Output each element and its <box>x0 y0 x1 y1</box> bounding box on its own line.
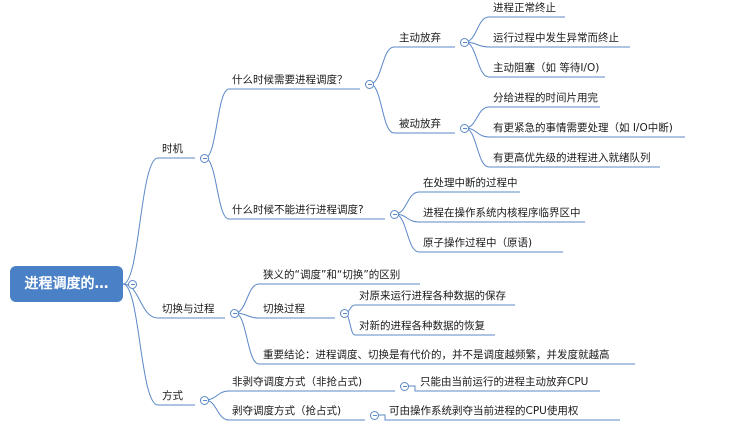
collapse-toggle-icon[interactable] <box>340 309 349 318</box>
link-preemptive-desc <box>375 414 620 421</box>
link-need-active <box>369 46 455 85</box>
node-passive[interactable]: 被动放弃 <box>399 118 441 130</box>
leaf-passive-1[interactable]: 有更紧急的事情需要处理（如 I/O中断) <box>493 122 673 134</box>
link-root-mode <box>122 283 195 406</box>
collapse-toggle-icon[interactable] <box>128 280 137 289</box>
leaf-active-2[interactable]: 主动阻塞（如 等待I/O) <box>493 62 600 74</box>
node-switch[interactable]: 切换与过程 <box>162 303 215 315</box>
leaf-process-1[interactable]: 对新的进程各种数据的恢复 <box>359 320 485 332</box>
collapse-toggle-icon[interactable] <box>370 411 379 420</box>
node-mode[interactable]: 方式 <box>162 390 183 402</box>
collapse-toggle-icon[interactable] <box>365 80 374 89</box>
node-timing[interactable]: 时机 <box>162 143 183 155</box>
leaf-passive-2[interactable]: 有更高优先级的进程进入就绪队列 <box>493 152 651 164</box>
node-preemptive[interactable]: 剥夺调度方式（抢占式) <box>232 405 342 417</box>
leaf-cannot-2[interactable]: 原子操作过程中（原语) <box>423 237 533 249</box>
collapse-toggle-icon[interactable] <box>230 309 239 318</box>
collapse-toggle-icon[interactable] <box>400 382 409 391</box>
link-mode-nonpreemptive <box>204 390 395 401</box>
node-nonpreemptive[interactable]: 非剥夺调度方式（非抢占式) <box>232 376 363 388</box>
leaf-nonpreemptive-desc[interactable]: 只能由当前运行的进程主动放弃CPU <box>420 376 589 388</box>
node-process[interactable]: 切换过程 <box>263 303 305 315</box>
link-process-leaf-0 <box>344 304 515 314</box>
leaf-passive-0[interactable]: 分给进程的时间片用完 <box>493 92 598 104</box>
node-active[interactable]: 主动放弃 <box>399 32 441 44</box>
leaf-cannot-0[interactable]: 在处理中断的过程中 <box>423 177 518 189</box>
collapse-toggle-icon[interactable] <box>200 396 209 405</box>
link-timing-cannot <box>204 157 385 220</box>
leaf-preemptive-desc[interactable]: 可由操作系统剥夺当前进程的CPU使用权 <box>389 405 579 417</box>
node-need[interactable]: 什么时候需要进程调度？ <box>232 74 348 86</box>
collapse-toggle-icon[interactable] <box>460 38 469 47</box>
leaf-cannot-1[interactable]: 进程在操作系统内核程序临界区中 <box>423 207 581 219</box>
root-node[interactable]: 进程调度的… <box>10 266 123 302</box>
leaf-active-1[interactable]: 运行过程中发生异常而终止 <box>493 32 619 44</box>
leaf-active-0[interactable]: 进程正常终止 <box>493 2 556 14</box>
link-root-timing <box>122 157 195 285</box>
link-nonpreemptive-desc <box>405 385 600 392</box>
node-cannot[interactable]: 什么时候不能进行进程调度? <box>232 204 364 216</box>
collapse-toggle-icon[interactable] <box>390 210 399 219</box>
node-difference[interactable]: 狭义的“调度”和“切换”的区别 <box>263 269 401 281</box>
leaf-process-0[interactable]: 对原来运行进程各种数据的保存 <box>359 290 506 302</box>
link-timing-need <box>204 88 360 159</box>
collapse-toggle-icon[interactable] <box>460 124 469 133</box>
collapse-toggle-icon[interactable] <box>200 154 209 163</box>
node-conclusion[interactable]: 重要结论：进程调度、切换是有代价的，并不是调度越频繁，并发度就越高 <box>263 349 610 361</box>
